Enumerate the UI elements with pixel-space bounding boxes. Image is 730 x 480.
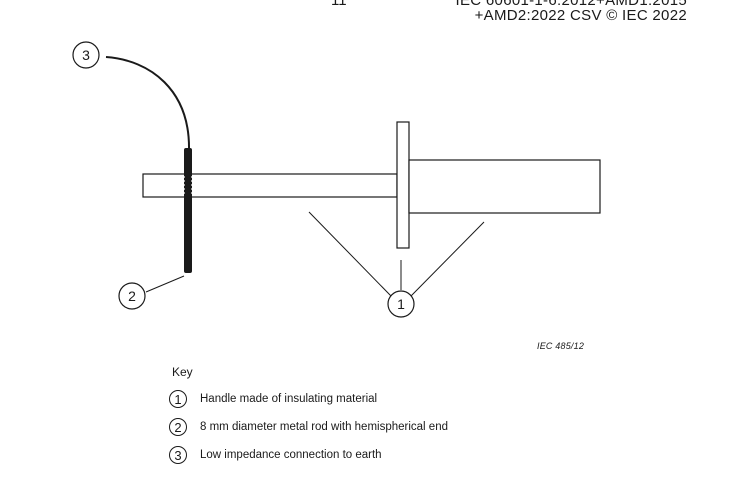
metal-rod — [142, 173, 398, 198]
callout-2-label: 2 — [128, 288, 136, 304]
key-item-2: 2 8 mm diameter metal rod with hemispher… — [169, 416, 448, 438]
callout-2: 2 — [118, 282, 146, 310]
handle-guard — [396, 121, 410, 249]
callout-1-label: 1 — [397, 296, 405, 312]
earth-connection-cable — [105, 56, 191, 151]
key-title: Key — [172, 365, 193, 379]
header-standard-line-1: IEC 60601-1-6:2012+AMD1:2015 — [455, 0, 687, 9]
callout-3: 3 — [72, 41, 100, 69]
key-item-3-description: Low impedance connection to earth — [200, 449, 382, 461]
leader-1-right — [410, 221, 485, 297]
key-item-1-number: 1 — [169, 390, 187, 408]
key-item-1-description: Handle made of insulating material — [200, 393, 378, 405]
key-item-2-number: 2 — [169, 418, 187, 436]
key-item-3-number: 3 — [169, 446, 187, 464]
key-item-2-description: 8 mm diameter metal rod with hemispheric… — [200, 421, 448, 433]
handle-body — [408, 159, 601, 214]
key-item-1: 1 Handle made of insulating material — [169, 388, 377, 410]
key-item-3: 3 Low impedance connection to earth — [169, 444, 382, 466]
earth-contact-bar — [184, 148, 192, 273]
leader-2 — [145, 275, 185, 293]
callout-3-label: 3 — [82, 47, 90, 63]
header-standard-line-2: +AMD2:2022 CSV © IEC 2022 — [474, 7, 687, 24]
callout-1: 1 — [387, 290, 415, 318]
leader-1-left — [308, 211, 392, 297]
figure-identifier: IEC 485/12 — [537, 341, 585, 351]
page-marker: 11 — [331, 0, 347, 9]
